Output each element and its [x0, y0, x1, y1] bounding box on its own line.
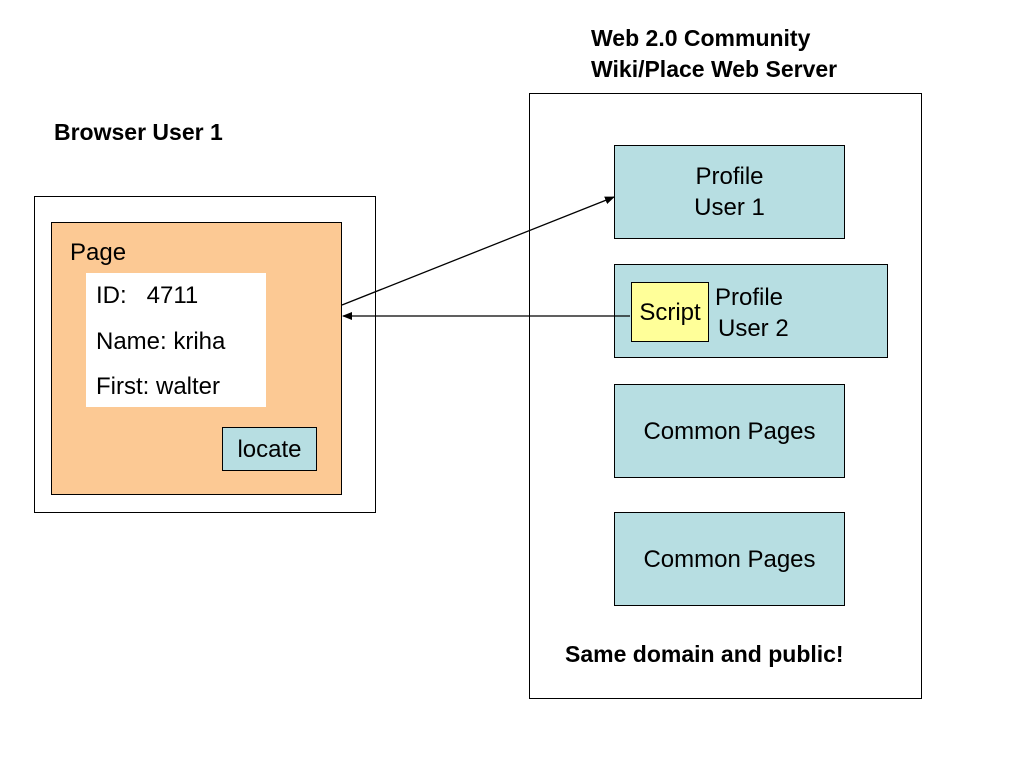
page-label: Page	[70, 239, 127, 266]
first-field: First: walter	[96, 373, 221, 400]
locate-button[interactable]: locate	[222, 427, 317, 471]
browser-window	[34, 196, 376, 513]
server-title-line1: Web 2.0 Community	[591, 25, 811, 51]
profile-user2-box: Script Profile User 2	[614, 264, 888, 358]
same-domain-note: Same domain and public!	[565, 641, 844, 667]
server-title-line2: Wiki/Place Web Server	[591, 56, 838, 82]
user-data-form: ID: 4711 Name: kriha First: walter	[86, 273, 266, 407]
request-arrow	[341, 196, 615, 306]
profile-user2-line2: User 2	[718, 315, 789, 342]
profile-user1-line1: Profile	[695, 163, 764, 190]
profile-user1-box: Profile User 1	[614, 145, 845, 239]
page-box: Page ID: 4711 Name: kriha First: walter …	[51, 222, 342, 495]
profile-user1-line2: User 1	[694, 194, 765, 221]
common-pages-box-2: Common Pages	[614, 512, 845, 606]
profile-user2-line1: Profile	[715, 284, 784, 311]
web-server-box	[529, 93, 922, 699]
script-box: Script	[631, 282, 709, 342]
common-pages-box-1: Common Pages	[614, 384, 845, 478]
id-field: ID: 4711	[96, 282, 199, 309]
name-field: Name: kriha	[96, 328, 226, 355]
browser-title: Browser User 1	[54, 119, 223, 145]
